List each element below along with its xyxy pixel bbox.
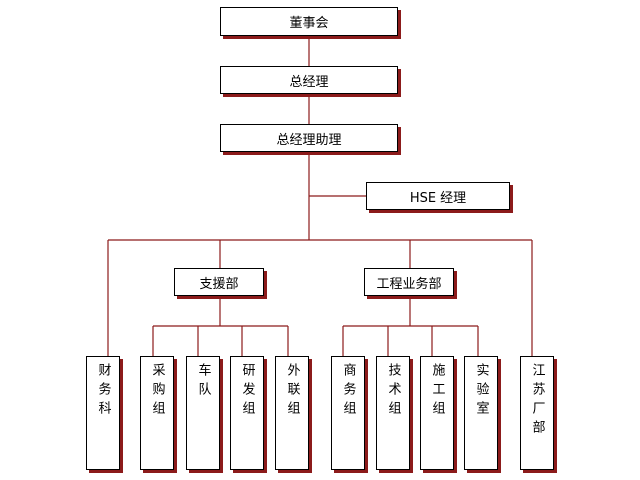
node-fleet: 车队: [186, 356, 220, 470]
node-finance-label: 财务科: [95, 363, 111, 420]
node-support-dept: 支援部: [174, 268, 264, 296]
node-engineering-dept-label: 工程业务部: [376, 276, 442, 292]
node-construction-label: 施工组: [429, 363, 445, 420]
node-lab-label: 实验室: [473, 363, 489, 420]
node-business-label: 商务组: [340, 363, 356, 420]
node-lab: 实验室: [464, 356, 498, 470]
node-support-dept-label: 支援部: [199, 276, 239, 292]
node-external: 外联组: [275, 356, 309, 470]
node-external-label: 外联组: [284, 363, 300, 420]
node-general-manager-label: 总经理: [289, 74, 329, 90]
node-purchase: 采购组: [140, 356, 174, 470]
node-construction: 施工组: [420, 356, 454, 470]
node-business: 商务组: [331, 356, 365, 470]
node-general-manager: 总经理: [220, 66, 398, 94]
node-rnd: 研发组: [230, 356, 264, 470]
node-board-label: 董事会: [289, 16, 329, 31]
node-finance: 财务科: [86, 356, 120, 470]
node-jiangsu-factory: 江苏厂部: [520, 356, 554, 470]
node-rnd-label: 研发组: [239, 363, 255, 420]
node-hse-manager-label: HSE 经理: [409, 190, 467, 206]
node-hse-manager: HSE 经理: [366, 182, 510, 210]
node-engineering-dept: 工程业务部: [364, 268, 454, 296]
node-fleet-label: 车队: [195, 363, 211, 401]
node-jiangsu-factory-label: 江苏厂部: [529, 363, 545, 439]
node-technical-label: 技术组: [385, 363, 401, 420]
node-gm-assistant-label: 总经理助理: [276, 132, 342, 148]
node-technical: 技术组: [376, 356, 410, 470]
node-purchase-label: 采购组: [149, 363, 165, 420]
node-board: 董事会: [220, 7, 398, 36]
node-gm-assistant: 总经理助理: [220, 124, 398, 152]
